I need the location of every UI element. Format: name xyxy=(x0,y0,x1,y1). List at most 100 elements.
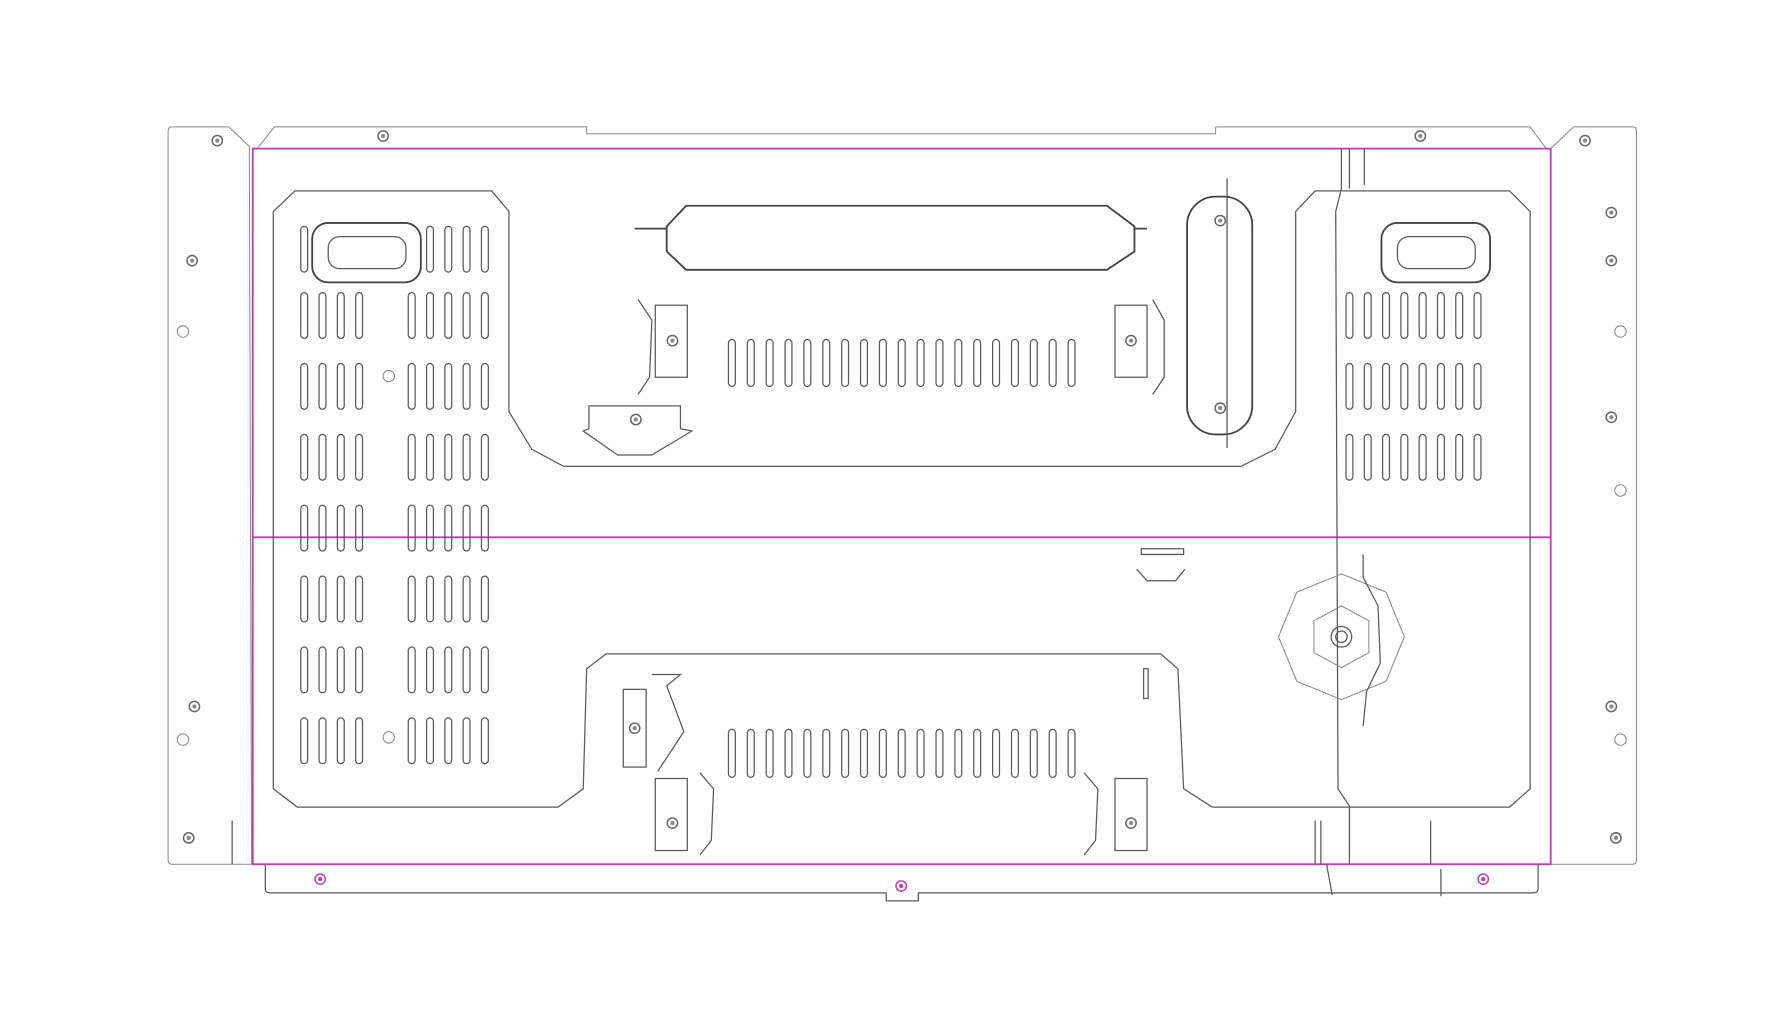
right-handle-grip xyxy=(1396,236,1476,270)
screw-icon xyxy=(1605,411,1618,424)
vent-slot xyxy=(822,728,831,778)
small-bracket xyxy=(1136,548,1186,582)
vent-slot xyxy=(803,728,812,778)
vent-slot xyxy=(355,575,364,623)
vent-slot xyxy=(300,362,309,410)
center-divider xyxy=(1335,148,1365,865)
vent-slot xyxy=(1029,338,1038,388)
screw-icon xyxy=(628,722,641,735)
screw-icon xyxy=(1605,206,1618,219)
screw-icon xyxy=(211,134,224,147)
vent-slot xyxy=(336,292,345,340)
vent-slot xyxy=(444,433,453,481)
screw-icon xyxy=(186,254,199,267)
vent-slot xyxy=(480,362,489,410)
screw-icon xyxy=(1477,873,1490,885)
vent-slot xyxy=(727,728,736,778)
vent-slot xyxy=(1455,362,1464,410)
vent-slot xyxy=(480,504,489,552)
vent-slot xyxy=(1455,433,1464,481)
vent-slot xyxy=(1067,728,1076,778)
vent-slot xyxy=(425,225,435,273)
vent-slot xyxy=(1436,433,1445,481)
screw-center xyxy=(1613,835,1618,841)
screw-icon xyxy=(1125,334,1137,347)
vent-slot xyxy=(1363,292,1372,340)
vent-slot xyxy=(822,338,831,388)
vent-slot xyxy=(1473,292,1482,340)
vent-slot xyxy=(462,362,471,410)
vent-slot xyxy=(336,717,345,765)
screw-icon xyxy=(1414,130,1427,142)
screw-icon xyxy=(666,817,679,829)
vertical-cover xyxy=(1186,195,1254,436)
screw-center xyxy=(633,417,638,422)
screw-icon xyxy=(314,873,327,885)
vent-slot xyxy=(480,717,489,765)
vent-slot xyxy=(407,717,416,765)
vent-slot xyxy=(444,717,453,765)
vent-slot xyxy=(480,646,489,694)
vent-slot xyxy=(300,292,309,340)
vent-slot xyxy=(1436,292,1445,340)
vent-slot xyxy=(1067,338,1076,388)
left-handle-grip xyxy=(327,236,407,270)
vent-slot xyxy=(897,338,906,388)
vent-slot xyxy=(992,728,1001,778)
vent-slot xyxy=(765,728,774,778)
vent-slot xyxy=(444,646,453,694)
screw-center xyxy=(1609,258,1614,263)
screw-icon xyxy=(377,130,389,142)
vent-slot xyxy=(878,728,887,778)
vent-slots xyxy=(300,225,1482,778)
screw-center xyxy=(1418,133,1423,139)
screw-icon xyxy=(1605,700,1618,713)
vent-slot xyxy=(784,338,793,388)
screw-icon xyxy=(1605,254,1618,267)
right-handle xyxy=(1380,222,1492,284)
vent-slot xyxy=(318,362,327,410)
vent-slot xyxy=(1345,433,1354,481)
vent-slot xyxy=(1345,362,1354,410)
vent-slot xyxy=(992,338,1001,388)
vent-slot xyxy=(425,717,435,765)
vent-slot xyxy=(1363,433,1372,481)
vent-slot xyxy=(318,504,327,552)
vent-slot xyxy=(1381,292,1391,340)
vent-slot xyxy=(1400,433,1409,481)
screw-icon xyxy=(666,334,679,347)
vent-slot xyxy=(336,575,345,623)
mounting-holes xyxy=(176,325,1627,746)
back-panel-outline xyxy=(272,190,1531,808)
vent-slot xyxy=(318,646,327,694)
vent-slot xyxy=(336,504,345,552)
vent-slot xyxy=(444,575,453,623)
vent-slot xyxy=(462,433,471,481)
vent-slot xyxy=(954,338,963,388)
screw-icon xyxy=(895,880,908,892)
vent-slot xyxy=(841,338,850,388)
vent-slot xyxy=(355,646,364,694)
screws xyxy=(182,130,1622,892)
vent-slot xyxy=(336,362,345,410)
vent-slot xyxy=(935,728,944,778)
vent-slot xyxy=(444,362,453,410)
mounting-hole xyxy=(176,325,190,338)
screw-center xyxy=(899,883,904,889)
vent-slot xyxy=(1029,728,1038,778)
vent-slot xyxy=(1436,362,1445,410)
vent-slot xyxy=(462,225,471,273)
vent-slot xyxy=(300,575,309,623)
screw-center xyxy=(215,138,220,143)
vent-slot xyxy=(1455,292,1464,340)
screw-center xyxy=(192,704,197,709)
vent-slot xyxy=(444,504,453,552)
vent-slot xyxy=(916,728,925,778)
screw-center xyxy=(1128,338,1134,343)
mount-clips xyxy=(231,299,1442,897)
screw-center xyxy=(632,726,637,731)
vent-slot xyxy=(784,728,793,778)
mounting-hole xyxy=(1614,484,1627,497)
vent-slot xyxy=(954,728,963,778)
